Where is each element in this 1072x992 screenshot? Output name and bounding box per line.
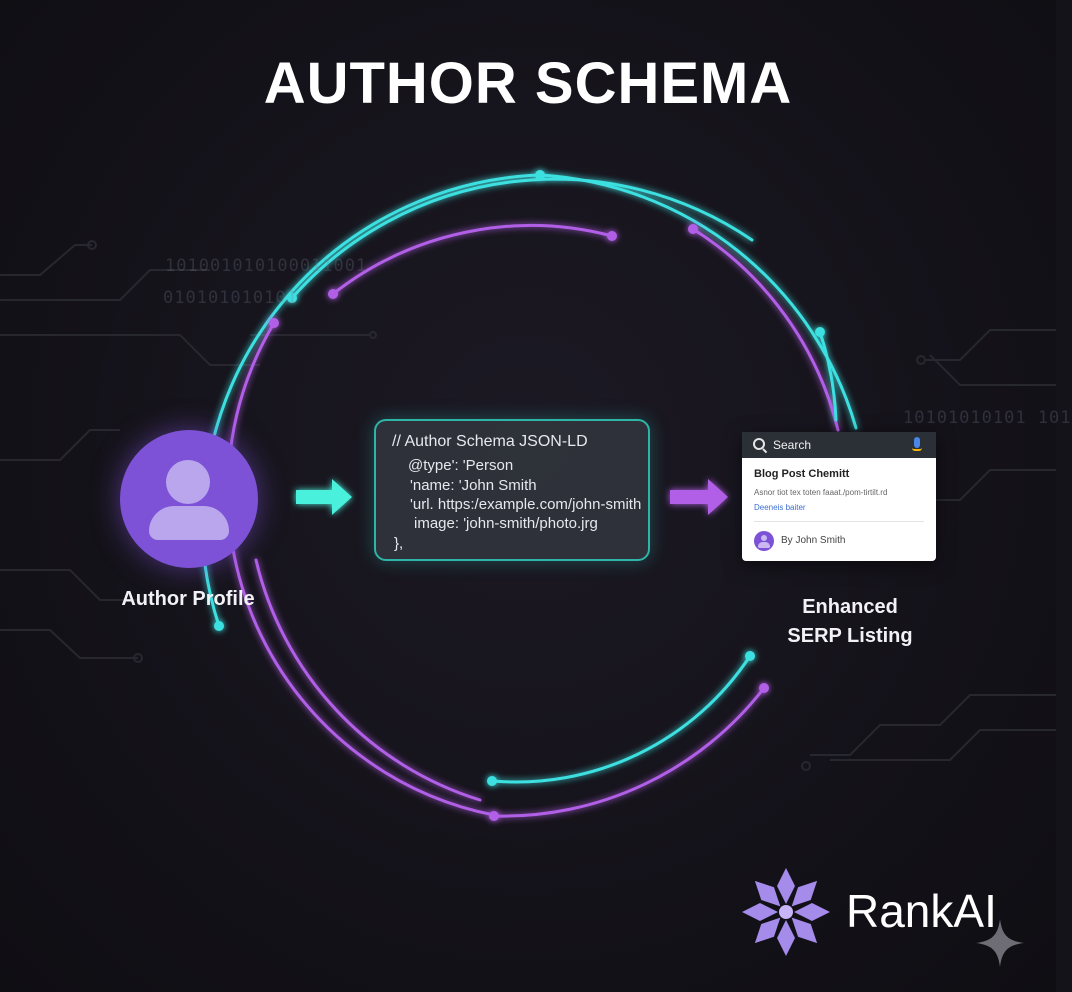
result-title: Blog Post Chemitt [754,468,850,480]
avatar [754,531,774,551]
rankai-logo-icon [742,868,830,956]
orbit-rings [201,173,858,818]
code-line: }, [394,535,404,552]
code-line: 'url. https:/example.com/john-smith [410,496,642,513]
search-bar: Search [742,432,936,458]
search-icon [753,438,765,450]
json-ld-code-block: // Author Schema JSON-LD @type': 'Person… [374,419,650,561]
avatar-head [761,535,767,541]
enhanced-serp-label-line1: Enhanced [802,596,898,618]
avatar-body [758,542,770,548]
logo-wordmark: RankAI [846,885,997,937]
arrow-right-icon [296,479,352,515]
code-line: image: 'john-smith/photo.jrg [414,515,598,532]
code-line: @type': 'Person [408,457,514,474]
author-profile-label: Author Profile [121,588,255,610]
author-byline: By John Smith [781,535,846,546]
result-link: Deeneis baiter [754,503,806,512]
user-icon [120,430,258,568]
serp-result-card: Search Blog Post Chemitt Asnor tiot tex … [742,432,936,561]
microphone-icon [912,437,922,451]
circuit-traces [0,240,1056,771]
arrow-right-icon [670,479,728,515]
enhanced-serp-label-line2: SERP Listing [787,625,913,647]
binary-text: 101001010100011001 [165,256,368,276]
divider [754,521,924,522]
user-icon-body [149,506,229,540]
binary-text: 10101010101 101 [903,408,1072,428]
sparkle-icon [976,919,1024,967]
search-label: Search [773,438,812,452]
page-title: AUTHOR SCHEMA [263,51,793,116]
user-icon-head [166,460,210,504]
code-comment: // Author Schema JSON-LD [392,433,588,450]
code-line: 'name: 'John Smith [410,477,537,494]
result-description: Asnor tiot tex toten faaat./pom-tirtilt.… [754,488,888,497]
orbit-nodes [214,170,825,821]
binary-text: 010101010101 [163,288,298,308]
enhanced-serp-label: Enhanced SERP Listing [770,593,930,651]
